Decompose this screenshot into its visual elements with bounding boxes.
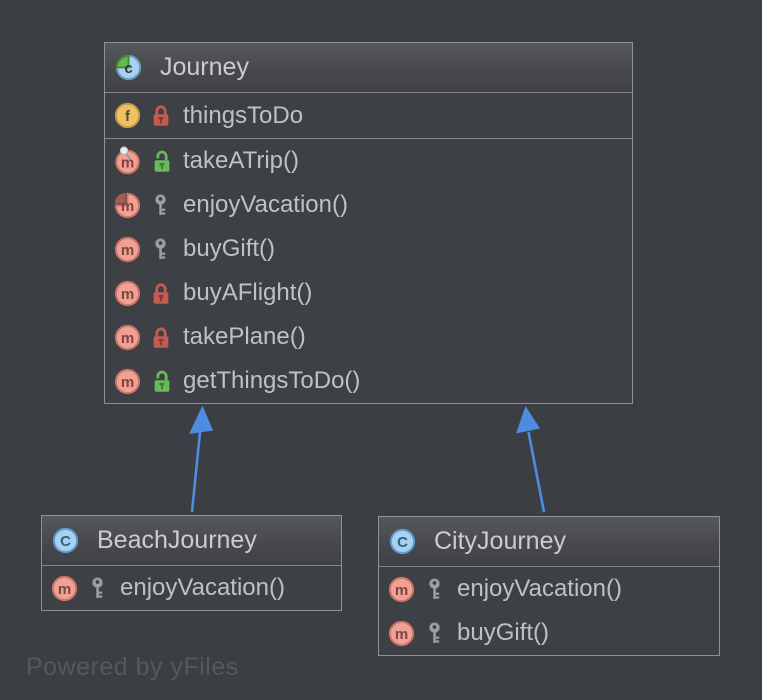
class-icon: C: [52, 527, 79, 554]
method-icon: m: [51, 575, 78, 601]
field-row[interactable]: f thingsToDo: [105, 93, 632, 138]
method-icon: m: [114, 368, 141, 394]
method-row[interactable]: m getThingsToDo(): [105, 359, 632, 403]
abstract-class-icon: c: [115, 54, 142, 81]
method-label: buyGift(): [457, 619, 550, 646]
private-lock-icon: [153, 326, 168, 348]
method-label: buyGift(): [183, 235, 276, 262]
pinned-method-icon: m: [115, 146, 140, 175]
svg-text:C: C: [397, 534, 408, 551]
method-label: enjoyVacation(): [120, 574, 285, 601]
method-label: buyAFlight(): [183, 279, 313, 306]
method-icon: m: [388, 576, 415, 602]
package-local-key-icon: [429, 577, 440, 599]
method-row[interactable]: m buyAFlight(): [105, 271, 632, 315]
method-row[interactable]: m buyGift(): [105, 227, 632, 271]
method-row[interactable]: m enjoyVacation(): [105, 183, 632, 227]
class-title: BeachJourney: [97, 526, 257, 554]
class-icon: C: [389, 528, 416, 555]
method-row[interactable]: m buyGift(): [379, 611, 719, 655]
method-label: enjoyVacation(): [183, 191, 348, 218]
class-title: Journey: [160, 53, 249, 81]
method-label: takePlane(): [183, 323, 306, 350]
methods-section: m takeATrip() m: [105, 139, 632, 403]
method-icon: m: [114, 324, 141, 350]
inheritance-edge-cityjourney-to-journey[interactable]: [516, 406, 546, 513]
class-header-journey[interactable]: c Journey: [105, 43, 632, 93]
method-row[interactable]: m enjoyVacation(): [379, 567, 719, 611]
svg-text:f: f: [125, 108, 131, 125]
svg-text:C: C: [60, 533, 71, 550]
inheritance-edge-beachjourney-to-journey[interactable]: [189, 405, 213, 513]
methods-section: m enjoyVacation() m: [379, 567, 719, 655]
field-label: thingsToDo: [183, 101, 304, 129]
private-lock-icon: [153, 282, 168, 304]
method-label: takeATrip(): [183, 147, 300, 174]
svg-text:m: m: [121, 241, 134, 258]
public-lock-icon: [154, 150, 170, 172]
public-lock-icon: [154, 370, 170, 392]
field-icon: f: [114, 102, 141, 129]
svg-text:m: m: [121, 373, 134, 390]
class-header-cityjourney[interactable]: C CityJourney: [379, 517, 719, 567]
package-local-key-icon: [155, 237, 166, 259]
svg-text:m: m: [121, 154, 134, 171]
methods-section: m enjoyVacation(): [42, 566, 341, 610]
class-node-cityjourney[interactable]: C CityJourney m enjoyVacation(): [378, 516, 720, 656]
method-label: enjoyVacation(): [457, 575, 622, 602]
private-lock-icon: [153, 105, 168, 126]
svg-text:m: m: [58, 580, 71, 597]
svg-text:m: m: [395, 625, 408, 642]
class-node-beachjourney[interactable]: C BeachJourney m enjoyVacation(): [41, 515, 342, 611]
method-label: getThingsToDo(): [183, 367, 361, 394]
method-icon: m: [388, 620, 415, 646]
method-row[interactable]: m enjoyVacation(): [42, 566, 341, 610]
method-row[interactable]: m takeATrip(): [105, 139, 632, 183]
method-icon: m: [114, 280, 141, 306]
method-row[interactable]: m takePlane(): [105, 315, 632, 359]
yfiles-watermark: Powered by yFiles: [26, 653, 239, 681]
svg-text:m: m: [121, 329, 134, 346]
svg-text:m: m: [121, 197, 134, 214]
method-icon: m: [114, 236, 141, 262]
fields-section: f thingsToDo: [105, 93, 632, 139]
svg-text:m: m: [121, 285, 134, 302]
class-title: CityJourney: [434, 527, 566, 555]
svg-text:m: m: [395, 581, 408, 598]
class-node-journey[interactable]: c Journey f thingsToDo: [104, 42, 633, 404]
class-header-beachjourney[interactable]: C BeachJourney: [42, 516, 341, 566]
package-local-key-icon: [92, 576, 103, 598]
abstract-method-icon: m: [114, 192, 141, 218]
svg-text:c: c: [124, 60, 132, 77]
package-local-key-icon: [155, 193, 166, 215]
package-local-key-icon: [429, 621, 440, 643]
